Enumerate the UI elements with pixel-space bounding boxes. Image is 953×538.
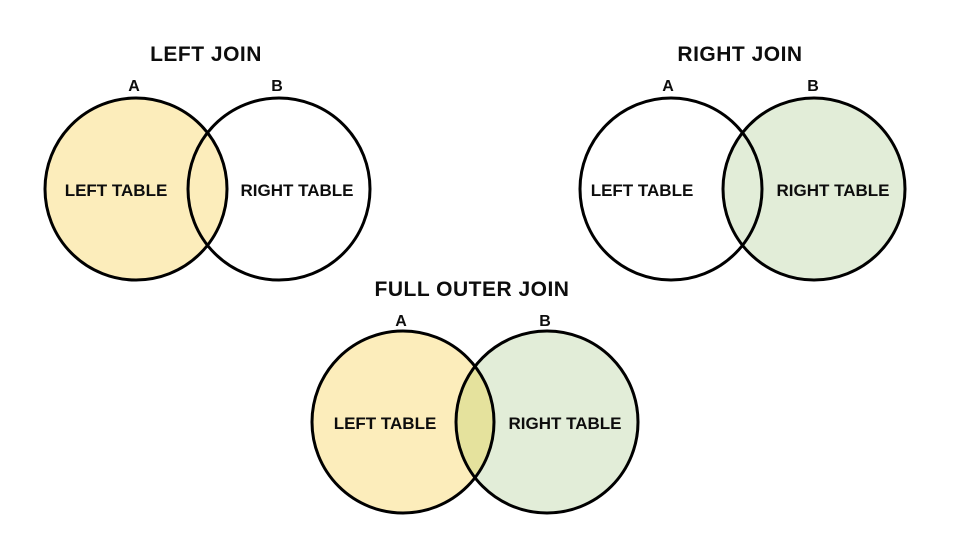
right-table-label: RIGHT TABLE [776,181,889,200]
circle-b-fill [723,98,905,280]
circle-a-label: A [395,313,407,330]
circle-a-label: A [662,78,674,95]
circle-b-fill [456,331,638,513]
right-join-diagram: RIGHT JOIN A B LEFT TABLE RIGHT TABLE [578,43,907,282]
circle-b-fill [188,98,370,280]
circle-b-outline [721,96,907,282]
circle-b-label: B [539,313,551,330]
circle-a-outline [578,96,764,282]
circle-a-outline [310,329,496,515]
circle-a-fill [580,98,762,280]
circle-a-outline [43,96,229,282]
left-table-label: LEFT TABLE [334,414,437,433]
circle-a-fill [45,98,227,280]
circle-b-label: B [807,78,819,95]
left-table-label: LEFT TABLE [65,181,168,200]
left-join-diagram: LEFT JOIN A B LEFT TABLE RIGHT TABLE [43,43,372,282]
circle-b-label: B [271,78,283,95]
right-table-label: RIGHT TABLE [508,414,621,433]
circle-b-outline [186,96,372,282]
full-outer-join-diagram: FULL OUTER JOIN A B LEFT TABLE RIGHT TAB… [310,278,640,515]
right-join-title: RIGHT JOIN [677,43,802,66]
right-table-label: RIGHT TABLE [240,181,353,200]
left-table-label: LEFT TABLE [591,181,694,200]
circle-a-fill [312,331,494,513]
circle-b-outline [454,329,640,515]
circle-a-label: A [128,78,140,95]
full-outer-join-title: FULL OUTER JOIN [375,278,570,301]
left-join-title: LEFT JOIN [150,43,262,66]
